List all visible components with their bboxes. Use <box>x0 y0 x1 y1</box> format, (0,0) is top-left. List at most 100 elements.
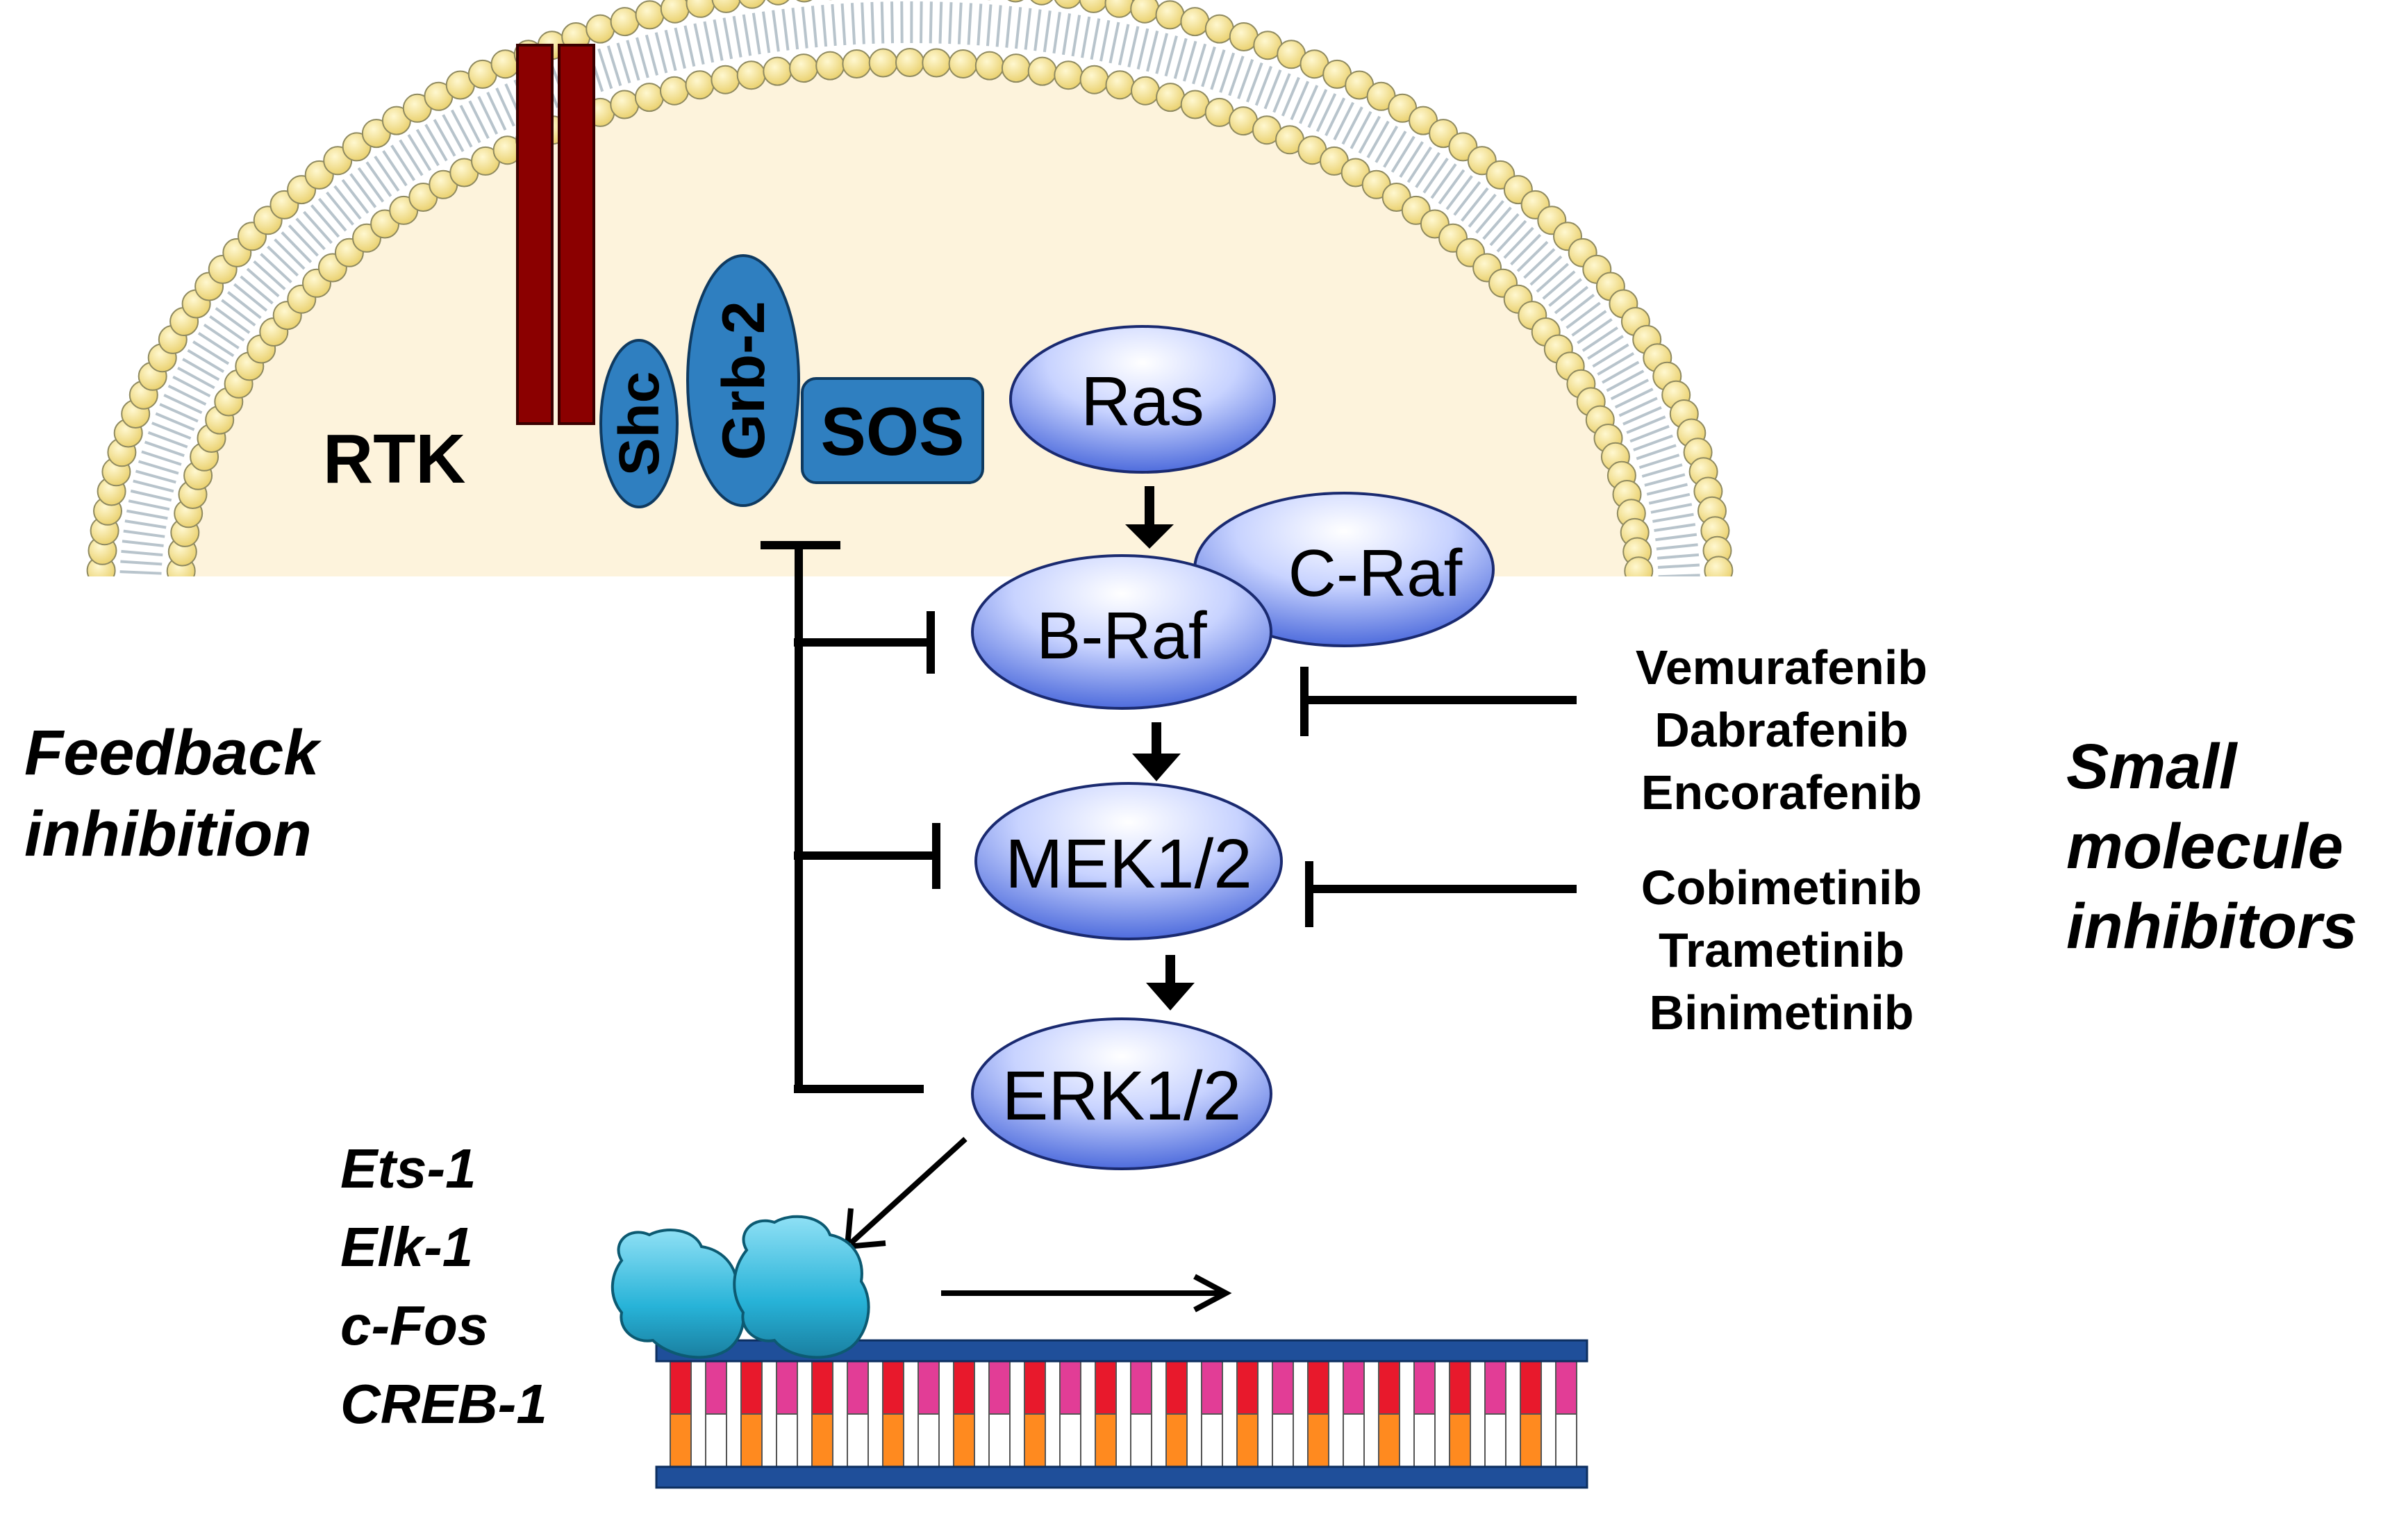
dna-base-top <box>1449 1361 1471 1415</box>
lipid-head <box>1054 0 1081 9</box>
arrowhead-braf-mek <box>1132 754 1181 781</box>
transcription-factor-list: Ets-1 Elk-1 c-Fos CREB-1 <box>340 1138 547 1435</box>
dna-base-top <box>917 1361 940 1415</box>
dna-base-bottom <box>988 1413 1011 1467</box>
lipid-head <box>868 48 898 78</box>
tf-protein-left <box>611 1229 745 1359</box>
sos-label: SOS <box>821 393 965 469</box>
grb2-protein: Grb-2 <box>686 254 800 507</box>
dna-base-bottom <box>1484 1413 1506 1467</box>
rtk-bar-right <box>558 44 595 425</box>
lipid-head <box>1131 76 1160 106</box>
dna-backbone-bottom <box>655 1465 1588 1489</box>
lipid-head <box>1155 0 1185 30</box>
arrowhead-mek-erk <box>1146 983 1195 1010</box>
dna-base-top <box>1130 1361 1152 1415</box>
dna-base-top <box>1201 1361 1223 1415</box>
tf-label-3: c-Fos <box>340 1295 488 1356</box>
dna-base-top <box>1272 1361 1294 1415</box>
braf-label: B-Raf <box>1036 599 1207 673</box>
lipid-head <box>815 51 845 81</box>
inhibitors-heading-2: molecule <box>2066 811 2343 882</box>
dna-base-bottom <box>776 1413 798 1467</box>
dna-base-top <box>988 1361 1011 1415</box>
dna-base-top <box>1484 1361 1506 1415</box>
tf-label-1: Ets-1 <box>340 1138 476 1199</box>
dna-base-bottom <box>882 1413 904 1467</box>
lipid-head <box>586 14 615 44</box>
dna-base-top <box>847 1361 869 1415</box>
dna-base-bottom <box>1095 1413 1117 1467</box>
lipid-head <box>948 49 978 78</box>
inhibitors-heading-3: inhibitors <box>2066 891 2357 962</box>
craf-node: C-Raf <box>1193 492 1495 647</box>
lipid-head <box>1204 14 1234 44</box>
activation-arrows <box>1125 486 1195 1010</box>
lipid-head <box>1054 60 1083 90</box>
lipid-head <box>1105 70 1135 100</box>
lipid-head <box>1079 0 1108 13</box>
ras-node: Ras <box>1009 325 1276 474</box>
braf-node: B-Raf <box>971 554 1272 710</box>
dna-base-top <box>811 1361 833 1415</box>
lipid-head <box>922 48 952 78</box>
lipid-head <box>610 7 640 37</box>
inhibitors-heading-1: Small <box>2066 731 2239 802</box>
craf-label: C-Raf <box>1288 536 1463 610</box>
lipid-head <box>1030 0 1054 6</box>
dna-base-top <box>1555 1361 1577 1415</box>
lipid-head <box>842 49 872 78</box>
erk-label: ERK1/2 <box>1002 1057 1242 1135</box>
dna-base-bottom <box>1165 1413 1188 1467</box>
dna-base-bottom <box>1413 1413 1436 1467</box>
raf-drug-2: Dabrafenib <box>1654 703 1909 757</box>
dna-base-bottom <box>917 1413 940 1467</box>
lipid-head <box>634 83 664 113</box>
lipid-head <box>1624 556 1654 576</box>
dna-base-bottom <box>1449 1413 1471 1467</box>
dna-base-top <box>953 1361 975 1415</box>
dna-base-bottom <box>1378 1413 1400 1467</box>
lipid-head <box>1104 0 1134 18</box>
dna-base-top <box>1307 1361 1329 1415</box>
dna-base-top <box>1165 1361 1188 1415</box>
lipid-head <box>1130 0 1160 24</box>
lipid-head <box>974 51 1004 81</box>
dna-base-top <box>670 1361 692 1415</box>
dna-base-top <box>1095 1361 1117 1415</box>
dna-base-top <box>1024 1361 1046 1415</box>
mek-drug-2: Trametinib <box>1659 923 1904 977</box>
lipid-heads-outer <box>86 0 1734 576</box>
dna-base-bottom <box>705 1413 727 1467</box>
sos-protein: SOS <box>801 377 984 484</box>
ras-label: Ras <box>1081 363 1204 440</box>
tf-label-2: Elk-1 <box>340 1216 473 1278</box>
lipid-head <box>1180 90 1210 119</box>
lipid-head <box>1001 53 1031 83</box>
arrowhead-ras-braf <box>1125 524 1174 549</box>
dna-base-bottom <box>1272 1413 1294 1467</box>
raf-drug-1: Vemurafenib <box>1636 640 1927 694</box>
dna-base-top <box>1413 1361 1436 1415</box>
tf-protein-right <box>733 1215 870 1359</box>
shc-protein: Shc <box>599 339 679 508</box>
dna-base-bottom <box>740 1413 763 1467</box>
raf-drug-3: Encorafenib <box>1641 765 1923 820</box>
dna-base-bottom <box>1520 1413 1542 1467</box>
dna-base-bottom <box>953 1413 975 1467</box>
lipid-head <box>685 70 715 100</box>
dna-base-bottom <box>1343 1413 1365 1467</box>
raf-inhibitor-list: Vemurafenib Dabrafenib Encorafenib <box>1636 640 1927 820</box>
rtk-receptor <box>516 44 595 425</box>
dna-base-top <box>1059 1361 1081 1415</box>
lipid-head <box>766 0 790 6</box>
transcription-arrow <box>941 1274 1232 1313</box>
drug-inhibition-lines <box>1300 667 1577 927</box>
lipid-head <box>660 0 690 24</box>
dna-double-helix <box>655 1339 1588 1489</box>
lipid-head <box>1704 556 1734 576</box>
dna-base-bottom <box>1024 1413 1046 1467</box>
mek-node: MEK1/2 <box>974 782 1283 940</box>
lipid-head <box>686 0 715 18</box>
